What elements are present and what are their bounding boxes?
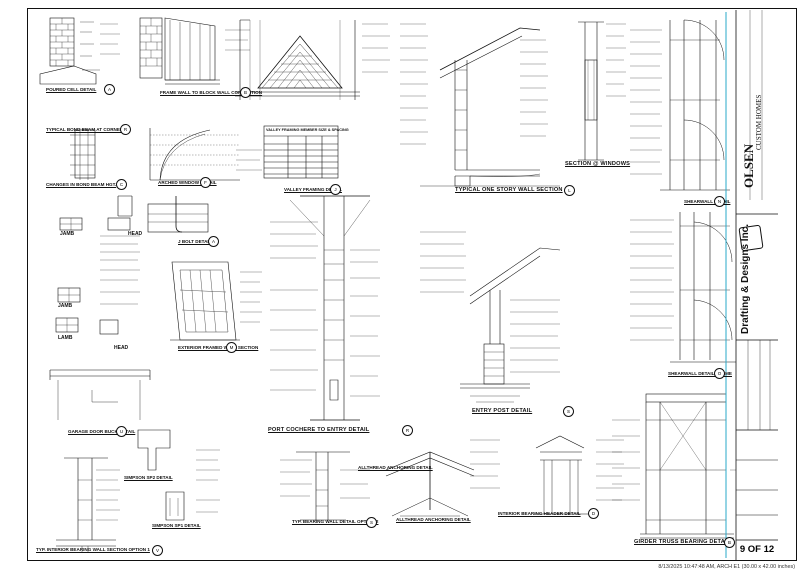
detail-tag: V xyxy=(152,545,163,556)
sheet-number: 9 OF 12 xyxy=(739,544,775,555)
detail-tag: D xyxy=(588,508,599,519)
jamb-label: JAMB xyxy=(60,231,75,237)
detail-label: SHEARWALL DETAIL FRAME xyxy=(668,371,732,376)
plot-timestamp: 8/13/2025 10:47:48 AM, ARCH E1 (30.00 x … xyxy=(658,564,795,570)
detail-label: ARCHED WINDOW DETAIL xyxy=(158,180,217,185)
detail-label: GARAGE DOOR BUCK DETAIL xyxy=(68,429,136,434)
jamb-label: JAMB xyxy=(58,303,73,309)
detail-label: FRAME WALL TO BLOCK WALL CONNECTION xyxy=(160,90,263,95)
detail-label: VALLEY FRAMING DETAIL xyxy=(284,187,342,192)
company-name: OLSEN xyxy=(741,143,756,188)
detail-label: PORT COCHERE TO ENTRY DETAIL xyxy=(268,427,370,433)
title-block-lines xyxy=(735,10,778,560)
detail-label: ENTRY POST DETAIL xyxy=(472,408,533,414)
detail-tag: R xyxy=(120,124,131,135)
exterior-framed-wall-drawing xyxy=(170,261,240,341)
detail-tag: L xyxy=(564,185,575,196)
detail-label: ALLTHREAD ANCHORING DETAIL xyxy=(396,517,471,522)
detail-label: INTERIOR BEARING HEADER DETAIL xyxy=(498,511,581,516)
detail-label: ALLTHREAD ANCHORING DETAIL xyxy=(358,465,433,470)
buck-details-drawing xyxy=(55,217,131,335)
bond-beam-corner-drawing xyxy=(70,128,96,180)
head-label: HEAD xyxy=(128,231,143,237)
wall-section-drawing xyxy=(420,27,560,187)
detail-tag: N xyxy=(714,196,725,207)
detail-tag: U xyxy=(116,426,127,437)
detail-label: TYP. BEARING WALL DETAIL OPTION 2 xyxy=(292,519,379,524)
detail-tag: O xyxy=(714,368,725,379)
section-windows-drawing xyxy=(578,21,604,161)
detail-tag: J xyxy=(330,184,341,195)
arched-window-drawing xyxy=(149,128,240,181)
girder-truss-drawing xyxy=(640,393,734,539)
valley-table-title: VALLEY FRAMING MEMBER SIZE & SPACING xyxy=(266,128,349,132)
company-subtitle: CUSTOM HOMES xyxy=(755,94,763,150)
detail-label: TYPICAL BOND BEAM AT CORNERS xyxy=(46,127,127,132)
drafting-logo xyxy=(738,224,764,252)
valley-table-grid xyxy=(263,125,339,179)
detail-label: SIMPSON SP1 DETAIL xyxy=(152,523,201,528)
detail-tag: S xyxy=(563,406,574,417)
shearwall-drawing xyxy=(660,19,730,191)
detail-label: SECTION @ WINDOWS xyxy=(565,161,631,167)
allthread-drawing xyxy=(385,451,475,517)
detail-tag: A xyxy=(104,84,115,95)
detail-label: CHANGES IN BOND BEAM HGT. xyxy=(46,182,117,187)
shearwall-frame-drawing xyxy=(670,212,736,363)
detail-tag: C xyxy=(116,179,127,190)
detail-label: SIMPSON SP2 DETAIL xyxy=(124,475,173,480)
bearing-wall-opt2-drawing xyxy=(296,451,350,521)
valley-framing-drawing xyxy=(235,19,360,100)
entry-post-drawing xyxy=(460,247,561,403)
detail-label: GIRDER TRUSS BEARING DETAIL xyxy=(634,539,731,545)
detail-label: EXTERIOR FRAMED WALL SECTION xyxy=(178,345,259,350)
detail-label: TYP. INTERIOR BEARING WALL SECTION OPTIO… xyxy=(36,547,150,552)
detail-tag: S xyxy=(366,517,377,528)
simpson-connectors-drawing xyxy=(137,429,185,521)
poured-cell-drawing xyxy=(39,17,100,85)
detail-label: TYPICAL ONE STORY WALL SECTION xyxy=(455,187,563,193)
leader-lines xyxy=(96,23,736,521)
port-cochere-drawing xyxy=(289,195,371,421)
detail-tag: F xyxy=(200,177,211,188)
sheet-border xyxy=(27,8,797,561)
head-label: HEAD xyxy=(114,345,129,351)
frame-to-block-drawing xyxy=(139,17,220,85)
j-bolt-drawing xyxy=(117,195,209,233)
detail-tag: R xyxy=(402,425,413,436)
interior-bearing-wall-opt1-drawing xyxy=(56,457,116,552)
detail-tag: A xyxy=(208,236,219,247)
detail-tag: M xyxy=(226,342,237,353)
detail-label: SHEARWALL DETAIL xyxy=(684,199,731,204)
detail-label: POURED CELL DETAIL xyxy=(46,87,97,92)
garage-buck-drawing xyxy=(49,369,151,420)
lamb-label: LAMB xyxy=(58,335,73,341)
detail-label: J BOLT DETAIL xyxy=(178,239,212,244)
detail-tag: B xyxy=(724,537,735,548)
detail-tag: B xyxy=(240,87,251,98)
interior-header-drawing xyxy=(534,435,588,515)
